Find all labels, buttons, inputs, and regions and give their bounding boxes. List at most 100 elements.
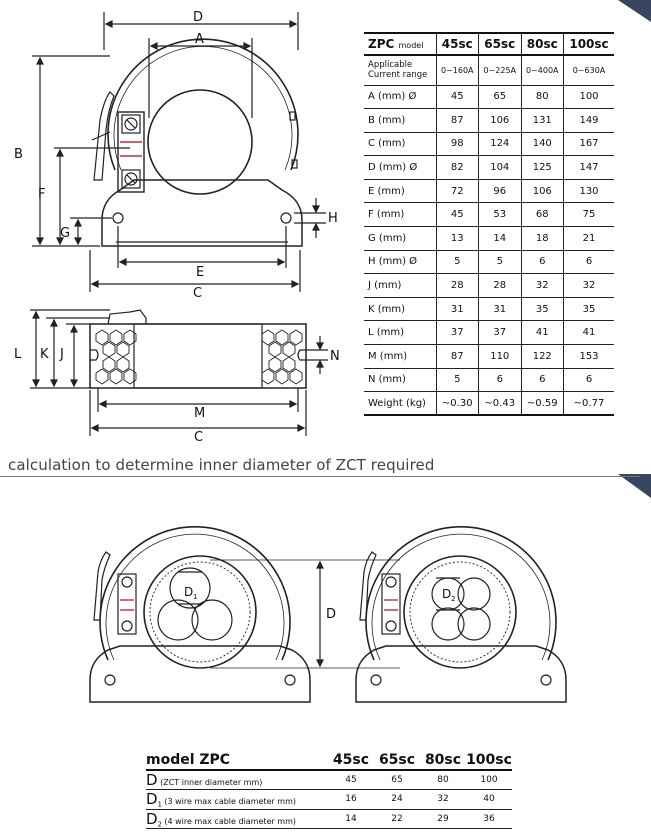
spec-range-cell: 0~225A: [478, 55, 522, 86]
spec-cell: 45: [436, 202, 479, 228]
spec-cell: 122: [521, 344, 564, 369]
dim-label-J: J: [59, 347, 64, 362]
spec-col-header: 65sc: [478, 32, 522, 56]
spec-row-label: J (mm): [364, 273, 437, 298]
calc-row-subscript: 1: [157, 800, 162, 809]
spec-range-cell: 0~160A: [436, 55, 479, 86]
corner-accent-top: [618, 0, 651, 22]
calc-cell: 22: [374, 809, 420, 830]
calc-row-label: D1 (3 wire max cable diameter mm): [146, 789, 328, 810]
dim-label-A: A: [195, 32, 204, 47]
spec-cell: 37: [478, 320, 522, 346]
spec-cell: 72: [436, 179, 479, 204]
calc-cell: 100: [466, 770, 512, 790]
spec-cell: 37: [436, 320, 479, 346]
spec-cell: 35: [521, 297, 564, 322]
calc-row-note: (ZCT inner diameter mm): [157, 778, 263, 787]
spec-header-model: ZPC model: [364, 32, 437, 56]
spec-cell: 45: [436, 85, 479, 110]
spec-cell: ~0.59: [521, 391, 564, 417]
dim-label-C-side: C: [194, 430, 203, 445]
spec-row-label: G (mm): [364, 226, 437, 251]
spec-cell: 14: [478, 226, 522, 251]
spec-cell: 124: [478, 132, 522, 157]
spec-cell: 149: [563, 108, 614, 133]
calc-label-D: D: [326, 607, 336, 622]
dim-label-F: F: [38, 187, 45, 202]
spec-cell: 6: [563, 368, 614, 393]
spec-cell: 100: [563, 85, 614, 110]
spec-cell: 18: [521, 226, 564, 251]
spec-cell: 140: [521, 132, 564, 157]
calc-cell: 40: [466, 789, 512, 810]
dim-label-H: H: [328, 211, 338, 226]
calc-label-D1: D: [184, 585, 193, 599]
calc-cell: 65: [374, 770, 420, 790]
spec-cell: 6: [478, 368, 522, 393]
spec-cell: 87: [436, 108, 479, 133]
calc-table-header: model ZPC 45sc 65sc 80sc 100sc: [146, 750, 512, 771]
spec-cell: 147: [563, 155, 614, 180]
dim-label-N: N: [330, 349, 340, 364]
calc-header-label: model ZPC: [146, 750, 328, 771]
spec-col-header: 45sc: [436, 32, 479, 56]
spec-cell: 130: [563, 179, 614, 204]
calc-cell: 32: [420, 789, 466, 810]
calc-row-label: D (ZCT inner diameter mm): [146, 770, 328, 790]
spec-cell: 106: [521, 179, 564, 204]
front-view-drawing: D A B F G H E C: [14, 10, 338, 300]
calc-row-note: (3 wire max cable diameter mm): [161, 797, 297, 806]
spec-cell: 31: [436, 297, 479, 322]
spec-cell: 96: [478, 179, 522, 204]
calc-cell: 14: [328, 809, 374, 830]
spec-row-label: F (mm): [364, 202, 437, 228]
spec-cell: 153: [563, 344, 614, 369]
calc-label-D2: D: [442, 587, 451, 601]
dim-label-C: C: [193, 286, 202, 300]
spec-cell: 32: [521, 273, 564, 298]
spec-cell: 53: [478, 202, 522, 228]
spec-cell: 98: [436, 132, 479, 157]
spec-col-header: 100sc: [563, 32, 614, 56]
spec-cell: ~0.43: [478, 391, 522, 417]
spec-row-label: A (mm) Ø: [364, 85, 437, 110]
dim-label-D: D: [193, 10, 203, 25]
calc-row-label: D2 (4 wire max cable diameter mm): [146, 809, 328, 830]
dim-label-M: M: [194, 406, 205, 421]
spec-cell: 5: [436, 250, 479, 275]
calc-cell: 36: [466, 809, 512, 830]
calc-col-header: 65sc: [374, 750, 420, 771]
spec-row-label: N (mm): [364, 368, 437, 393]
calc-drawing: D D 1 D 2: [89, 526, 567, 703]
spec-cell: 106: [478, 108, 522, 133]
calc-cell: 80: [420, 770, 466, 790]
calc-cell: 45: [328, 770, 374, 790]
spec-cell: 65: [478, 85, 522, 110]
spec-row-label: M (mm): [364, 344, 437, 369]
dim-label-K: K: [40, 347, 49, 362]
spec-range-cell: 0~400A: [521, 55, 564, 86]
calc-row-symbol: D: [146, 771, 158, 789]
calc-col-header: 45sc: [328, 750, 374, 771]
spec-row: Weight (kg)~0.30~0.43~0.59~0.77: [364, 391, 614, 417]
side-view-drawing: L K J N M C: [14, 309, 340, 445]
spec-row-label: C (mm): [364, 132, 437, 157]
spec-cell: 35: [563, 297, 614, 322]
calc-label-D1-sub: 1: [193, 593, 197, 601]
spec-range-cell: 0~630A: [563, 55, 614, 86]
